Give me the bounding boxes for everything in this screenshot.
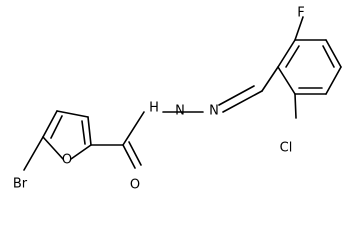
molecule-structure: Br O O H N N F Cl bbox=[13, 6, 342, 193]
bond-furan-o-c5 bbox=[42, 136, 64, 160]
atom-labels-group: Br O O H N N F Cl bbox=[13, 6, 305, 193]
bond-furan-c3-c2-double bbox=[81, 120, 86, 145]
bond-n2-methine bbox=[222, 90, 263, 113]
furan-oxygen-label: O bbox=[62, 153, 72, 168]
bond-ring-c3-c4-inner bbox=[322, 45, 335, 68]
bond-n2-methine-double bbox=[218, 85, 255, 106]
bromine-label: Br bbox=[13, 177, 28, 192]
bond-ring-c3-c4 bbox=[325, 39, 342, 68]
hydrazide-hydrogen-label: H bbox=[149, 101, 159, 116]
imine-nitrogen-label: N bbox=[209, 104, 219, 119]
bond-ring-c1-c2 bbox=[277, 39, 296, 68]
bond-carbonyl-c-o-double bbox=[128, 141, 142, 166]
bond-methine-ring-c1 bbox=[261, 66, 279, 92]
hydrazide-nitrogen-label: N bbox=[175, 104, 185, 119]
bond-furan-c5-c4 bbox=[42, 110, 58, 138]
bond-carbonyl-c-o bbox=[122, 144, 136, 169]
bonds-group bbox=[23, 16, 342, 171]
carbonyl-oxygen-label: O bbox=[130, 178, 140, 193]
bond-furan-c3-c2 bbox=[87, 116, 92, 146]
bond-furan-c2-o bbox=[70, 144, 92, 160]
bond-ring-c4-c5 bbox=[325, 66, 342, 95]
bond-ring-f bbox=[294, 16, 304, 41]
chlorine-label: Cl bbox=[280, 141, 293, 156]
bond-ring-c1-c2-inner bbox=[285, 45, 300, 68]
bond-furan-c4-c3 bbox=[56, 110, 89, 118]
bond-furan-c4-c4-double bbox=[50, 115, 63, 139]
molecule-diagram: Br O O H N N F Cl bbox=[12, 5, 342, 193]
bond-ring-cl bbox=[294, 93, 297, 119]
bond-c5-br bbox=[23, 136, 44, 171]
bond-carbonyl-c-n1 bbox=[122, 111, 145, 146]
fluorine-label: F bbox=[297, 6, 304, 21]
bond-ring-c6-c1 bbox=[277, 66, 296, 95]
